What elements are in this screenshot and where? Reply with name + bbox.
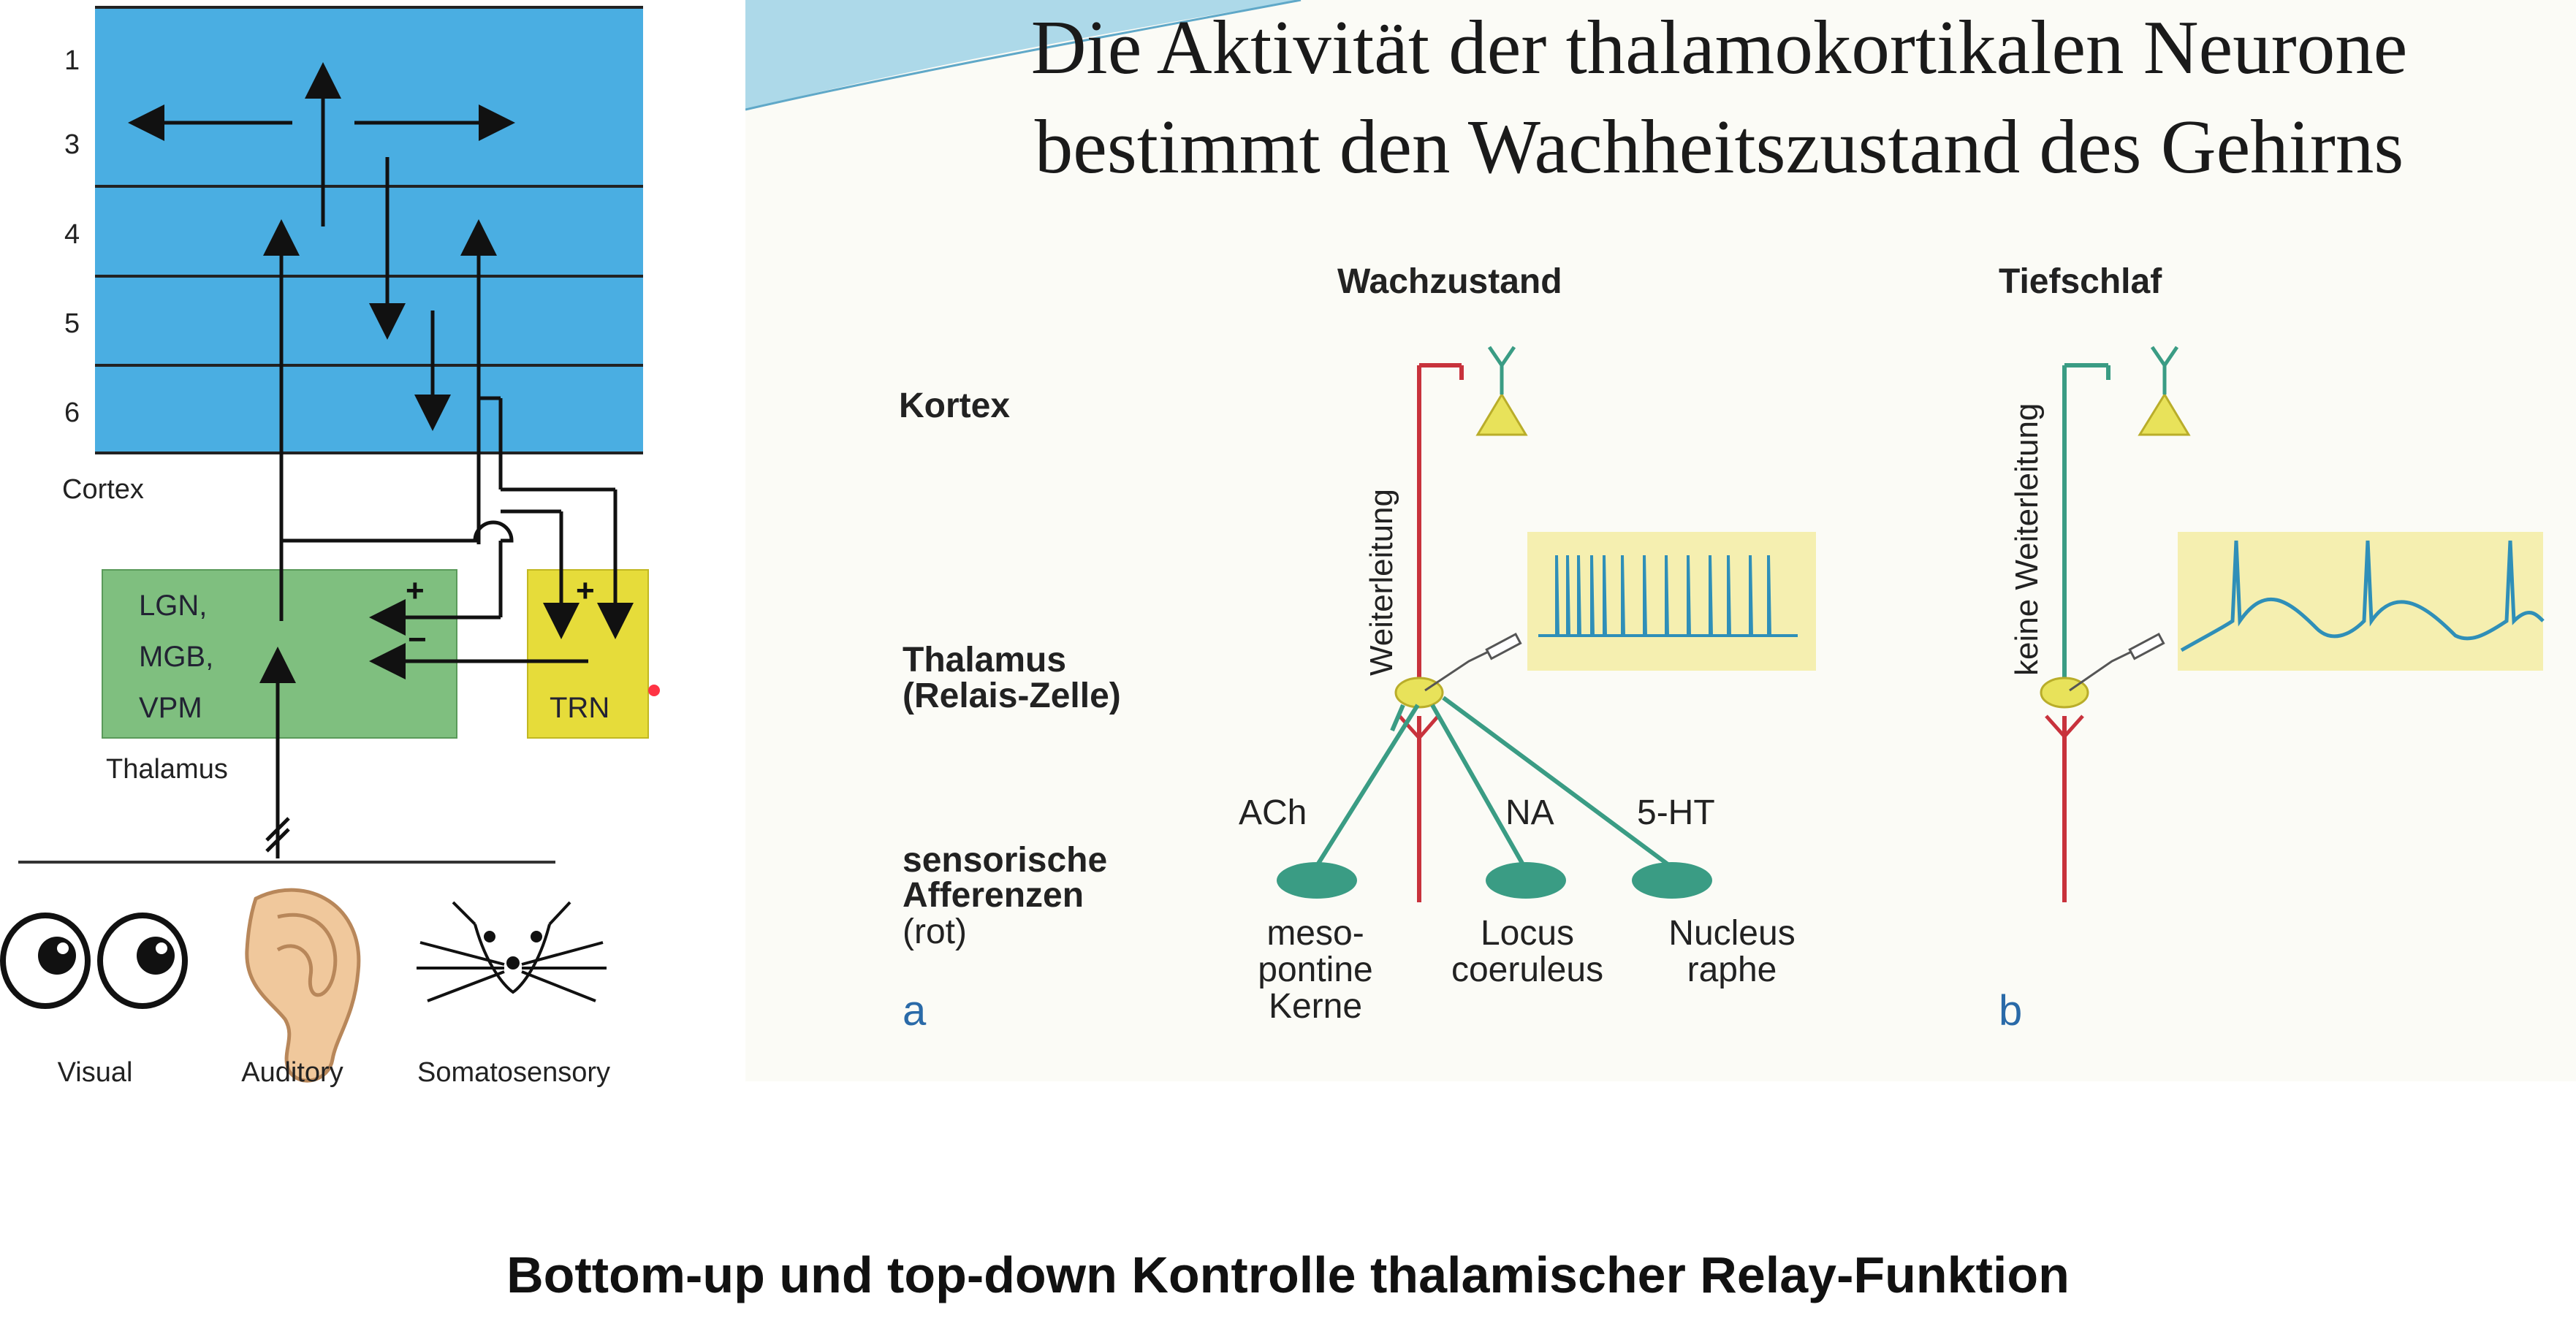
- layer-label-5: 5: [64, 308, 80, 339]
- nucleus-locus-2: coeruleus: [1451, 951, 1604, 989]
- row-label-rot: (rot): [903, 913, 967, 951]
- intracortical-arrows: [128, 62, 515, 431]
- trn-label: TRN: [550, 692, 609, 724]
- trn-box: [527, 569, 649, 739]
- thalamus-label: Thalamus: [106, 754, 228, 785]
- trn-plus-sign: +: [576, 573, 595, 609]
- tonic-firing-trace: [1538, 555, 1798, 637]
- layer-label-4: 4: [64, 219, 80, 250]
- nucleus-raphe-2: raphe: [1687, 951, 1777, 989]
- transmitter-na: NA: [1505, 793, 1554, 832]
- panel-a-letter: a: [903, 987, 927, 1035]
- panel-b-header: Tiefschlaf: [1999, 262, 2162, 301]
- row-label-thalamus: Thalamus: [903, 641, 1067, 679]
- nucleus-mesopontine-3: Kerne: [1268, 987, 1363, 1026]
- whisker-mouse-icon: [417, 901, 607, 1002]
- modulatory-fibers-wake: [1315, 696, 1671, 868]
- transmitter-ach: ACh: [1239, 793, 1307, 832]
- panel-a-header: Wachzustand: [1337, 262, 1562, 301]
- relay-cell-wake: [1394, 346, 1528, 902]
- thalamus-nucleus-lgn: LGN,: [139, 590, 207, 622]
- layer-label-1: 1: [64, 45, 80, 76]
- nucleus-mesopontine-2: pontine: [1258, 951, 1373, 989]
- sense-label-visual: Visual: [58, 1057, 133, 1088]
- slide-background-svg: [745, 0, 1302, 111]
- thalamus-nucleus-mgb: MGB,: [139, 641, 213, 673]
- transmitter-5ht: 5-HT: [1637, 793, 1715, 832]
- sense-label-auditory: Auditory: [241, 1057, 343, 1088]
- weiterleitung-label: Weiterleitung: [1364, 489, 1399, 676]
- neuron-diagram-svg: Weiterleitung keine Weiterleitung: [1277, 346, 2545, 902]
- burst-firing-trace: [2180, 540, 2545, 652]
- header-wave-decoration: [745, 0, 1301, 110]
- relay-diagram-svg: 1 3 4 5 6 Cortex LGN, MGB, VPM Thalamus …: [0, 6, 660, 1088]
- thalamus-plus-sign: +: [406, 573, 425, 609]
- ear-icon: [245, 888, 361, 1083]
- row-label-kortex: Kortex: [899, 386, 1011, 425]
- layer-label-6: 6: [64, 397, 80, 428]
- nucleus-ellipse-locus: [1486, 862, 1566, 899]
- nucleus-raphe-1: Nucleus: [1668, 914, 1796, 953]
- layer-label-3: 3: [64, 129, 80, 160]
- nucleus-mesopontine-1: meso-: [1266, 914, 1364, 953]
- sense-label-somatosensory: Somatosensory: [417, 1057, 610, 1088]
- panel-b-letter: b: [1999, 987, 2023, 1035]
- row-label-sensorische: sensorische: [903, 841, 1108, 880]
- pointer-dot: [648, 685, 660, 696]
- nucleus-ellipse-mesopontine: [1277, 862, 1357, 899]
- slide-title-line-2: bestimmt den Wachheitszustand des Gehirn…: [1034, 104, 2404, 189]
- eyes-icon: [0, 913, 188, 1009]
- cortex-layers-block: [95, 7, 643, 453]
- slide-caption: Bottom-up und top-down Kontrolle thalami…: [506, 1246, 2070, 1303]
- slide-title-line-1: Die Aktivität der thalamokortikalen Neur…: [1030, 4, 2408, 90]
- cortex-label: Cortex: [62, 474, 144, 505]
- trace-box-wake: [1527, 532, 1816, 671]
- connection-arrows: [259, 219, 634, 858]
- thalamus-nucleus-vpm: VPM: [139, 692, 202, 724]
- relay-cell-sleep: [2040, 346, 2191, 902]
- sleep-wake-slide-panel: Die Aktivität der thalamokortikalen Neur…: [745, 0, 2576, 1081]
- nucleus-ellipse-raphe: [1632, 862, 1712, 899]
- relay-diagram-panel: 1 3 4 5 6 Cortex LGN, MGB, VPM Thalamus …: [0, 0, 731, 1140]
- keine-weiterleitung-label: keine Weiterleitung: [2009, 403, 2045, 676]
- thalamus-minus-sign: −: [408, 622, 427, 658]
- nucleus-locus-1: Locus: [1480, 914, 1575, 953]
- row-label-afferenzen: Afferenzen: [903, 876, 1084, 915]
- row-label-relais-zelle: (Relais-Zelle): [903, 677, 1121, 715]
